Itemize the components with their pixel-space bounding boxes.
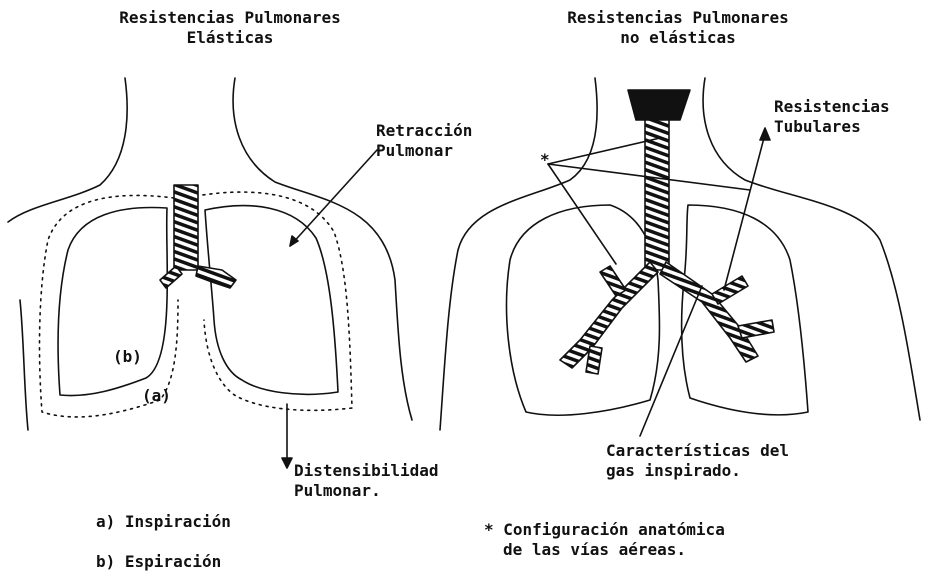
left-title: Resistencias Pulmonares Elásticas xyxy=(80,8,380,48)
retraccion-line1: Retracción xyxy=(376,121,472,141)
left-figure xyxy=(8,78,412,468)
left-bronchus-right xyxy=(196,266,236,288)
tubulares-line1: Resistencias xyxy=(774,97,890,117)
right-trachea xyxy=(645,120,669,270)
right-title-line2: no elásticas xyxy=(528,28,828,48)
left-title-line1: Resistencias Pulmonares xyxy=(80,8,380,28)
tubulares-line2: Tubulares xyxy=(774,117,890,137)
left-lung-right-dotted xyxy=(196,192,352,410)
marker-b: (b) xyxy=(113,347,142,367)
left-neck-left xyxy=(8,78,127,222)
bronchus-right-branch xyxy=(738,320,774,338)
bronchus-left-upper xyxy=(600,266,626,296)
right-lung-left xyxy=(507,205,660,415)
left-title-line2: Elásticas xyxy=(80,28,380,48)
distensibilidad-arrowhead xyxy=(282,458,292,468)
right-title-line1: Resistencias Pulmonares xyxy=(528,8,828,28)
left-body-left xyxy=(20,300,28,430)
footnote-line2: de las vías aéreas. xyxy=(484,540,725,560)
legend-item-a: a) Inspiración xyxy=(96,512,231,532)
marker-a: (a) xyxy=(142,386,171,406)
tubulares-arrowhead xyxy=(760,128,770,140)
left-lung-right-solid xyxy=(205,206,338,395)
left-lung-left-solid xyxy=(58,207,167,395)
right-lung-right xyxy=(682,205,808,415)
asterisk-line-1 xyxy=(548,138,660,164)
retraccion-line2: Pulmonar xyxy=(376,141,472,161)
footnote: * Configuración anatómica de las vías aé… xyxy=(484,520,725,560)
tubulares-label: Resistencias Tubulares xyxy=(774,97,890,137)
retraccion-label: Retracción Pulmonar xyxy=(376,121,472,161)
tubulares-arrow xyxy=(724,134,765,290)
distensibilidad-line1: Distensibilidad xyxy=(294,461,439,481)
retraccion-arrow xyxy=(290,150,377,246)
right-title: Resistencias Pulmonares no elásticas xyxy=(528,8,828,48)
left-lung-left-dotted xyxy=(40,195,178,417)
caracteristicas-arrow xyxy=(640,286,702,436)
asterisk-mark: * xyxy=(540,150,550,170)
caracteristicas-line2: gas inspirado. xyxy=(606,461,789,481)
footnote-line1: * Configuración anatómica xyxy=(484,520,725,540)
bronchus-right-upper xyxy=(712,276,748,304)
caracteristicas-line1: Características del xyxy=(606,441,789,461)
left-bronchus-left xyxy=(160,266,182,288)
asterisk-line-3 xyxy=(548,164,616,264)
legend-item-b: b) Espiración xyxy=(96,552,221,572)
larynx xyxy=(628,90,690,120)
left-trachea xyxy=(174,185,198,270)
distensibilidad-line2: Pulmonar. xyxy=(294,481,439,501)
caracteristicas-label: Características del gas inspirado. xyxy=(606,441,789,481)
distensibilidad-label: Distensibilidad Pulmonar. xyxy=(294,461,439,501)
